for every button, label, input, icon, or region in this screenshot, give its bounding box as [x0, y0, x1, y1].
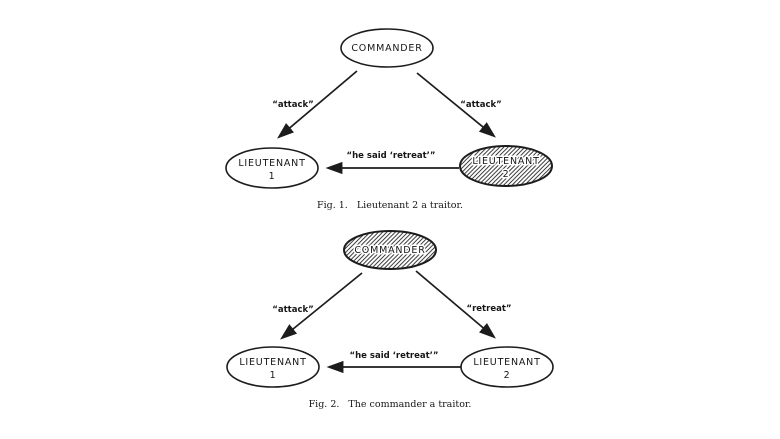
fig1-edge-commander-to-lt1	[277, 70, 358, 139]
fig2-edge-commander-to-lt1	[280, 272, 363, 340]
fig1-node-lieutenant-1: LIEUTENANT 1	[225, 147, 319, 189]
fig2-edge-label-retreat: “retreat”	[467, 304, 512, 314]
fig2-lieutenant1-label: LIEUTENANT	[239, 357, 306, 368]
fig1-node-lieutenant-2-traitor: LIEUTENANT 2	[459, 145, 553, 187]
fig2-edge-commander-to-lt2	[415, 270, 496, 339]
fig1-lieutenant1-number: 1	[269, 171, 276, 182]
fig1-edge-label-attack-right: “attack”	[460, 100, 501, 110]
fig1-caption: Fig. 1. Lieutenant 2 a traitor.	[317, 200, 463, 211]
fig1-lieutenant1-label: LIEUTENANT	[238, 158, 305, 169]
fig1-diagram: “attack” “attack” “he said ‘retreat’” CO…	[225, 28, 553, 211]
fig1-lieutenant2-label: LIEUTENANT	[472, 156, 539, 167]
fig2-diagram: “attack” “retreat” “he said ‘retreat’” C…	[226, 230, 554, 410]
fig1-edge-label-he-said-retreat: “he said ‘retreat’”	[347, 151, 436, 161]
fig2-node-lieutenant-1: LIEUTENANT 1	[226, 346, 320, 388]
fig1-node-commander: COMMANDER	[340, 28, 434, 68]
fig1-commander-label: COMMANDER	[351, 43, 422, 54]
fig2-lieutenant1-number: 1	[270, 370, 277, 381]
fig2-lieutenant2-number: 2	[504, 370, 511, 381]
fig2-edge-label-he-said-retreat: “he said ‘retreat’”	[350, 351, 439, 361]
fig2-node-commander-traitor: COMMANDER	[343, 230, 437, 270]
fig2-caption: Fig. 2. The commander a traitor.	[309, 399, 472, 410]
fig1-edge-label-attack-left: “attack”	[272, 100, 313, 110]
fig1-lieutenant2-number: 2	[503, 169, 510, 180]
fig2-node-lieutenant-2: LIEUTENANT 2	[460, 346, 554, 388]
fig2-commander-label: COMMANDER	[354, 245, 425, 256]
fig2-lieutenant2-label: LIEUTENANT	[473, 357, 540, 368]
fig2-edge-label-attack: “attack”	[272, 305, 313, 315]
fig1-edge-commander-to-lt2	[416, 72, 496, 138]
